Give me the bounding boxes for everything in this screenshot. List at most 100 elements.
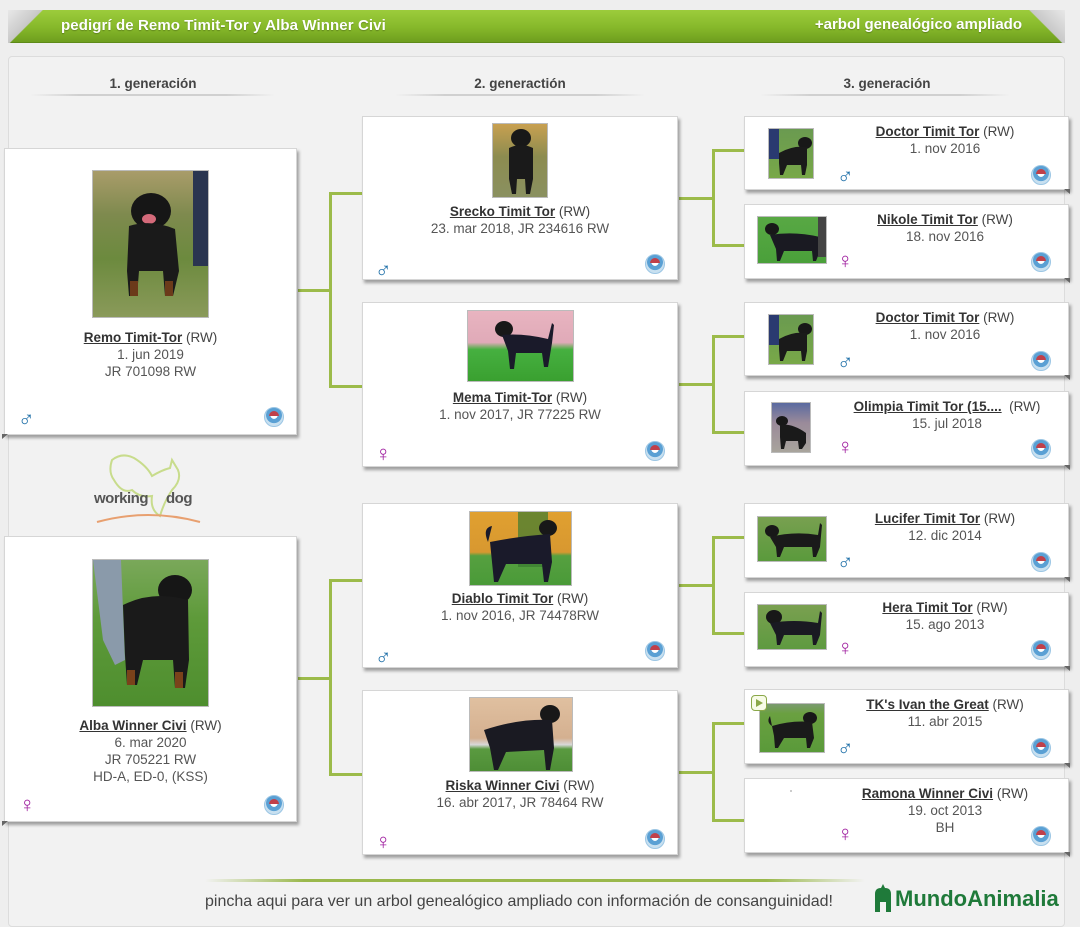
- card-fold-icon: [2, 821, 8, 826]
- kss-badge-icon[interactable]: [645, 254, 665, 274]
- dog-card-alba-winner-civi[interactable]: Alba Winner Civi (RW) 6. mar 2020 JR 705…: [4, 536, 297, 822]
- birth-and-registration: 1. nov 2016, JR 74478RW: [440, 608, 600, 623]
- dog-photo[interactable]: [771, 402, 811, 453]
- dog-card-ramona-winner-civi[interactable]: Ramona Winner Civi (RW) 19. oct 2013 BH …: [744, 778, 1069, 853]
- dog-card-tks-ivan-the-great[interactable]: TK's Ivan the Great (RW) 11. abr 2015 ♂: [744, 689, 1069, 764]
- dog-silhouette-icon: [766, 610, 822, 645]
- header-ribbon: [8, 10, 1065, 43]
- dog-card-hera-timit-tor[interactable]: Hera Timit Tor (RW) 15. ago 2013 ♀: [744, 592, 1069, 667]
- kss-badge-icon[interactable]: [264, 407, 284, 427]
- mundoanimalia-logo[interactable]: MundoAnimalia: [871, 882, 1059, 912]
- dog-name-link[interactable]: Alba Winner Civi: [79, 718, 187, 733]
- dog-card-diablo-timit-tor[interactable]: Diablo Timit Tor (RW) 1. nov 2016, JR 74…: [362, 503, 678, 668]
- male-icon: ♂: [837, 349, 854, 374]
- dog-photo[interactable]: [469, 511, 572, 586]
- kss-badge-icon[interactable]: [645, 441, 665, 461]
- video-play-button[interactable]: [751, 695, 767, 711]
- kss-badge-icon[interactable]: [1031, 439, 1051, 459]
- connector: [712, 149, 715, 247]
- dog-name-link[interactable]: Remo Timit-Tor: [83, 330, 183, 345]
- birth-date: 1. jun 2019: [117, 347, 184, 362]
- dog-silhouette-icon: [127, 171, 208, 296]
- dog-name-link[interactable]: Hera Timit Tor: [882, 600, 973, 615]
- kss-badge-icon[interactable]: [645, 641, 665, 661]
- connector: [712, 632, 745, 635]
- working-dog-logo-left: working: [94, 490, 149, 507]
- generation-1-underline: [30, 94, 275, 96]
- dog-photo[interactable]: [492, 123, 548, 198]
- male-icon: ♂: [375, 257, 392, 282]
- working-dog-logo: working dog: [92, 450, 204, 526]
- dog-name-link[interactable]: Nikole Timit Tor: [877, 212, 978, 227]
- connector: [329, 579, 332, 776]
- kss-badge-icon[interactable]: [1031, 640, 1051, 660]
- dog-name-link[interactable]: TK's Ivan the Great: [866, 697, 989, 712]
- dog-card-nikole-timit-tor[interactable]: Nikole Timit Tor (RW) 18. nov 2016 ♀: [744, 204, 1069, 279]
- dog-name-link[interactable]: Olimpia Timit Tor (15....: [853, 399, 1002, 414]
- dog-card-doctor-timit-tor[interactable]: Doctor Timit Tor (RW) 1. nov 2016 ♂: [744, 116, 1069, 190]
- kss-badge-icon[interactable]: [1031, 552, 1051, 572]
- dog-photo[interactable]: [759, 703, 825, 753]
- extended-tree-footer-link[interactable]: pincha aqui para ver un arbol genealógic…: [205, 893, 833, 910]
- card-fold-icon: [1064, 763, 1070, 768]
- card-fold-icon: [2, 434, 8, 439]
- connector: [329, 579, 362, 582]
- generation-2-underline: [395, 94, 645, 96]
- breed-code: (RW): [563, 778, 595, 793]
- birth-date: 6. mar 2020: [114, 735, 187, 750]
- ribbon-fold-right: [1025, 10, 1065, 43]
- dog-card-lucifer-timit-tor[interactable]: Lucifer Timit Tor (RW) 12. dic 2014 ♂: [744, 503, 1069, 578]
- dog-name-link[interactable]: Diablo Timit Tor: [451, 591, 554, 606]
- dog-card-srecko-timit-tor[interactable]: Srecko Timit Tor (RW) 23. mar 2018, JR 2…: [362, 116, 678, 282]
- breed-code: (RW): [992, 697, 1024, 712]
- kss-badge-icon[interactable]: [1031, 351, 1051, 371]
- kss-badge-icon[interactable]: [264, 795, 284, 815]
- dog-card-riska-winner-civi[interactable]: Riska Winner Civi (RW) 16. abr 2017, JR …: [362, 690, 678, 855]
- kss-badge-icon[interactable]: [1031, 826, 1051, 846]
- ribbon-fold-left: [8, 10, 46, 43]
- connector: [329, 192, 362, 195]
- dog-card-mema-timit-tor[interactable]: Mema Timit-Tor (RW) 1. nov 2017, JR 7722…: [362, 302, 678, 467]
- connector: [712, 819, 745, 822]
- title-badge: BH: [935, 820, 955, 835]
- card-fold-icon: [1064, 852, 1070, 857]
- dog-name-link[interactable]: Srecko Timit Tor: [449, 204, 556, 219]
- extended-tree-link[interactable]: +arbol genealógico ampliado: [814, 16, 1022, 33]
- dog-photo[interactable]: [757, 604, 827, 650]
- dog-card-doctor-timit-tor-2[interactable]: Doctor Timit Tor (RW) 1. nov 2016 ♂: [744, 302, 1069, 376]
- dog-photo[interactable]: [467, 310, 574, 382]
- card-fold-icon: [1064, 278, 1070, 283]
- birth-date: 1. nov 2016: [909, 141, 981, 156]
- kss-badge-icon[interactable]: [1031, 738, 1051, 758]
- connector: [712, 335, 745, 338]
- kss-badge-icon[interactable]: [1031, 165, 1051, 185]
- dog-name-link[interactable]: Lucifer Timit Tor: [874, 511, 981, 526]
- generation-3-heading: 3. generación: [843, 76, 931, 91]
- dog-photo[interactable]: [757, 216, 827, 264]
- dog-name-link[interactable]: Riska Winner Civi: [445, 778, 560, 793]
- kss-badge-icon[interactable]: [1031, 252, 1051, 272]
- dog-photo[interactable]: [92, 559, 209, 707]
- generation-2-heading: 2. generactión: [474, 76, 566, 91]
- registration-number: JR 701098 RW: [104, 364, 197, 379]
- dog-name-link[interactable]: Ramona Winner Civi: [861, 786, 994, 801]
- kss-badge-icon[interactable]: [645, 829, 665, 849]
- dog-silhouette-icon: [765, 217, 826, 261]
- connector: [712, 335, 715, 434]
- dog-card-remo-timit-tor[interactable]: Remo Timit-Tor (RW) 1. jun 2019 JR 70109…: [4, 148, 297, 435]
- dog-photo[interactable]: [768, 314, 814, 365]
- dog-photo[interactable]: [92, 170, 209, 318]
- female-icon: ♀: [19, 792, 36, 817]
- dog-card-olimpia-timit-tor[interactable]: Olimpia Timit Tor (15.... (RW) 15. jul 2…: [744, 391, 1069, 466]
- dog-name-link[interactable]: Mema Timit-Tor: [452, 390, 553, 405]
- dog-photo[interactable]: [768, 128, 814, 179]
- dog-name-link[interactable]: Doctor Timit Tor: [875, 124, 980, 139]
- birth-date: 19. oct 2013: [907, 803, 983, 818]
- breed-code: (RW): [186, 330, 218, 345]
- dog-name-link[interactable]: Doctor Timit Tor: [875, 310, 980, 325]
- dog-photo[interactable]: [469, 697, 573, 772]
- female-icon: ♀: [837, 821, 854, 846]
- dog-photo[interactable]: [757, 516, 827, 562]
- breed-code: (RW): [983, 310, 1015, 325]
- breed-code: (RW): [983, 511, 1016, 526]
